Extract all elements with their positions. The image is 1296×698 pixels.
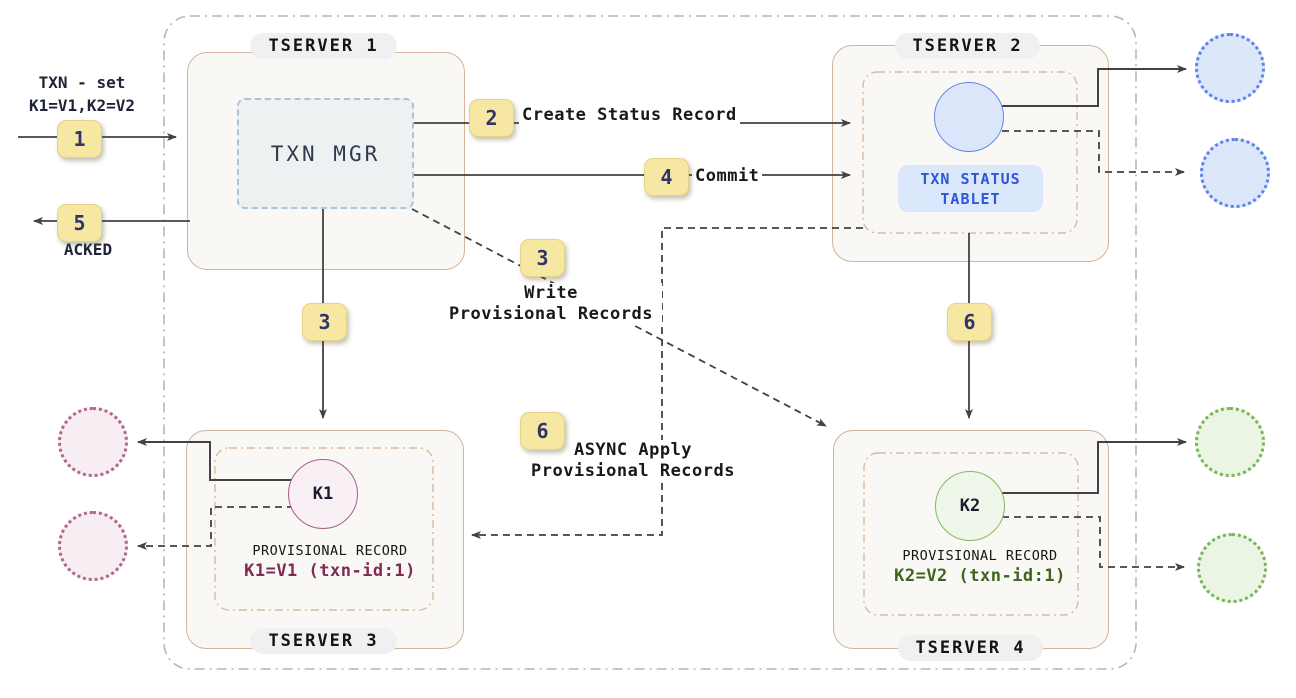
- ts3-record-title-text: PROVISIONAL RECORD: [252, 543, 408, 559]
- step-badge-6-async-text: 6: [536, 419, 549, 443]
- step-badge-2-text: 2: [485, 106, 498, 130]
- create-status-record-label: Create Status Record: [519, 104, 740, 126]
- tserver4-title: TSERVER 4: [898, 635, 1043, 661]
- write-provisional-line1: Write: [524, 283, 578, 303]
- k2-leader-circle: K2: [935, 471, 1005, 541]
- ts3-record-title: PROVISIONAL RECORD: [230, 543, 430, 559]
- acked-label: ACKED: [53, 238, 123, 261]
- step-badge-5-text: 5: [73, 211, 86, 235]
- step-badge-2: 2: [469, 99, 514, 137]
- request-label-line1: TXN - set: [38, 73, 126, 92]
- ts3-replica-circle-2: [58, 511, 128, 581]
- tserver4-title-text: TSERVER 4: [915, 638, 1026, 658]
- tserver1-title: TSERVER 1: [250, 33, 397, 59]
- ts3-record-value: K1=V1 (txn-id:1): [225, 561, 435, 581]
- async-apply-line2: Provisional Records: [531, 461, 735, 481]
- ts4-record-value-text: K2=V2 (txn-id:1): [894, 566, 1066, 586]
- tserver2-box: [832, 45, 1109, 262]
- async-apply-line1: ASYNC Apply: [573, 440, 693, 460]
- write-provisional-label: Write Provisional Records: [440, 283, 662, 325]
- txn-status-tablet-circle: [934, 82, 1004, 152]
- step-badge-4-text: 4: [660, 165, 673, 189]
- tserver2-title: TSERVER 2: [895, 33, 1040, 59]
- k1-label: K1: [312, 484, 334, 504]
- ts4-replica-circle-2: [1197, 533, 1267, 603]
- k1-leader-circle: K1: [288, 459, 358, 529]
- commit-label: Commit: [692, 165, 763, 187]
- step-badge-6-down-text: 6: [963, 310, 976, 334]
- txn-mgr-node: TXN MGR: [237, 98, 414, 209]
- write-provisional-line2: Provisional Records: [449, 304, 653, 324]
- ts4-record-title: PROVISIONAL RECORD: [877, 548, 1083, 564]
- ts3-record-value-text: K1=V1 (txn-id:1): [244, 561, 416, 581]
- request-label: TXN - set K1=V1,K2=V2: [8, 71, 156, 117]
- step-badge-6-async: 6: [520, 412, 565, 450]
- txn-mgr-label: TXN MGR: [270, 141, 381, 166]
- ts3-replica-circle-1: [58, 407, 128, 477]
- txn-status-tablet-label: TXN STATUS TABLET: [898, 165, 1043, 212]
- ts4-record-title-text: PROVISIONAL RECORD: [902, 548, 1058, 564]
- tserver3-title: TSERVER 3: [250, 628, 397, 654]
- step-badge-6-down: 6: [947, 303, 992, 341]
- tserver3-title-text: TSERVER 3: [268, 631, 379, 651]
- step-badge-5: 5: [57, 204, 102, 242]
- step-badge-1: 1: [57, 120, 102, 158]
- create-status-record-text: Create Status Record: [522, 105, 737, 125]
- step-badge-3-diagonal-text: 3: [536, 246, 549, 270]
- k2-label: K2: [959, 496, 981, 516]
- ts2-replica-circle-2: [1200, 138, 1270, 208]
- step-badge-1-text: 1: [73, 127, 86, 151]
- ts4-record-value: K2=V2 (txn-id:1): [874, 566, 1086, 586]
- step-badge-3-diagonal: 3: [520, 239, 565, 277]
- commit-text: Commit: [695, 166, 760, 186]
- tserver1-title-text: TSERVER 1: [268, 36, 379, 56]
- step-badge-4: 4: [644, 158, 689, 196]
- acked-label-text: ACKED: [63, 240, 113, 259]
- ts2-replica-circle-1: [1195, 33, 1265, 103]
- step-badge-3-down-text: 3: [318, 310, 331, 334]
- step-badge-3-down: 3: [302, 303, 347, 341]
- request-label-line2: K1=V1,K2=V2: [29, 96, 135, 115]
- ts4-replica-circle-1: [1195, 407, 1265, 477]
- tserver2-title-text: TSERVER 2: [912, 36, 1023, 56]
- tablet-label-line1: TXN STATUS: [920, 169, 1021, 188]
- tablet-label-line2: TABLET: [940, 189, 1001, 208]
